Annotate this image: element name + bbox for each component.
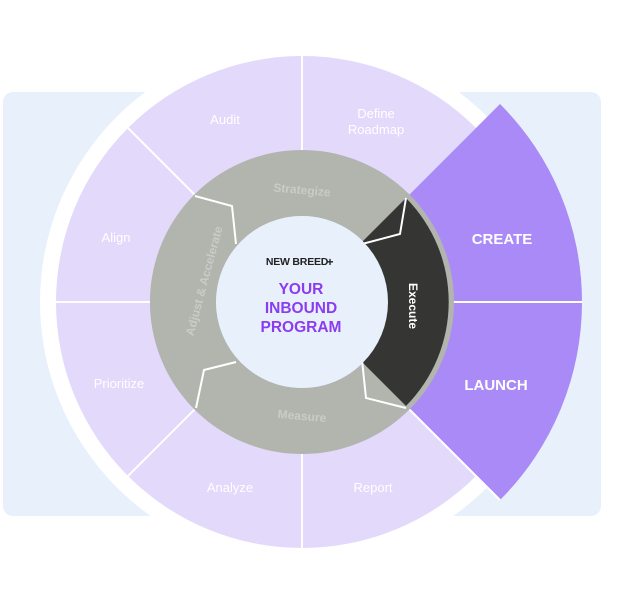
label-execute: Execute — [406, 283, 420, 329]
center-title-line3: PROGRAM — [261, 319, 342, 336]
label-launch: LAUNCH — [464, 377, 527, 394]
label-define: Define — [357, 106, 395, 121]
label-analyze: Analyze — [207, 480, 253, 495]
label-strategize: Strategize — [273, 181, 332, 200]
highlight-segments — [408, 104, 582, 501]
label-report: Report — [353, 480, 392, 495]
brand-logo: NEW BREED + — [266, 255, 334, 269]
label-audit: Audit — [210, 112, 240, 127]
inner-ring-gray[interactable] — [149, 150, 454, 454]
label-measure: Measure — [277, 407, 327, 425]
brand-name: NEW BREED — [266, 256, 329, 268]
brand-plus-icon: + — [326, 255, 333, 269]
center-title-line1: YOUR — [279, 281, 324, 298]
segment-create[interactable] — [409, 104, 582, 302]
center-title-line2: INBOUND — [265, 300, 337, 317]
label-create: CREATE — [472, 231, 533, 248]
segment-execute[interactable] — [362, 198, 449, 406]
inner-ring — [149, 150, 454, 454]
center-circle — [216, 216, 388, 388]
label-roadmap: Roadmap — [348, 122, 404, 137]
segment-launch[interactable] — [409, 302, 582, 500]
label-prioritize: Prioritize — [94, 376, 145, 391]
label-align: Align — [102, 230, 131, 245]
